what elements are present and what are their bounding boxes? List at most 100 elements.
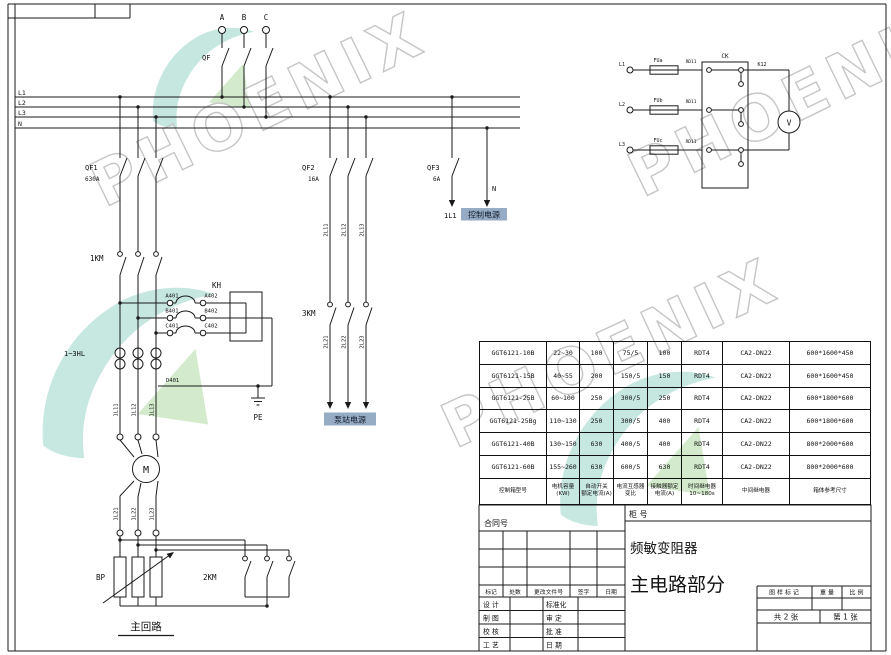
- spec-cell: 22~30: [547, 342, 580, 365]
- fuse-type-label: RD11: [686, 139, 697, 145]
- contactor-1km-pole: [117, 251, 123, 257]
- spec-cell: 40~55: [547, 364, 580, 388]
- spec-header: 时间继电器 10~180s: [682, 478, 723, 504]
- pump-power-label: 泵站电源: [334, 415, 366, 425]
- wire-label-1l23: 1L23: [150, 507, 156, 520]
- mark-header: 图 样 标 记: [769, 589, 799, 597]
- voltmeter-circuit: L1 L2 L3 FUa FUb FUc RD11 RD11 RD11 CK K…: [619, 53, 801, 189]
- role-process: 工 艺: [483, 642, 499, 650]
- spec-header: 自动开关 额定电流(A): [580, 478, 614, 504]
- spec-cell: 130~150: [547, 433, 580, 456]
- weight-header: 重 量: [820, 589, 834, 597]
- role-date: 日 期: [546, 642, 562, 650]
- ground-label-pe: PE: [253, 413, 263, 422]
- spec-cell: 600*1800*600: [790, 410, 870, 434]
- meter-input-l1: L1: [619, 62, 625, 68]
- spec-header-model: 控制箱型号: [480, 478, 547, 504]
- phase-label-a: A: [220, 13, 225, 22]
- breaker-rating-qf2: 16A: [308, 176, 319, 183]
- kh-terminal-a401: A401: [165, 294, 178, 300]
- product-name: 频敏变阻器: [630, 541, 698, 557]
- contactor-2km: 2KM: [118, 538, 296, 608]
- meter-input-l2: L2: [619, 102, 625, 108]
- spec-cell-model: GGT6121-25Bg: [480, 410, 547, 434]
- contactor-1km-pole: [135, 251, 141, 257]
- main-motor-branch: QF1 630A 1KM: [64, 95, 296, 637]
- phase-label-c: C: [264, 13, 269, 22]
- wire-label-1l12: 1L12: [132, 403, 138, 416]
- spec-cell: 250: [580, 387, 614, 411]
- breaker-label-qf3: QF3: [427, 164, 440, 172]
- motor-symbol: M: [132, 455, 160, 483]
- contactor-label-1km: 1KM: [90, 254, 104, 263]
- spec-cell: 400: [648, 433, 682, 456]
- breaker-label-qf1: QF1: [85, 164, 98, 172]
- spec-cell: CA2-DN22: [723, 387, 790, 411]
- control-wire-label: 1L1: [444, 212, 457, 220]
- pump-power-highlight: [324, 412, 376, 426]
- scale-header: 比 例: [850, 589, 864, 597]
- contract-no-label: 合同号: [484, 518, 508, 528]
- phoenix-logo-icon: [42, 287, 215, 459]
- spec-cell: 100: [580, 342, 614, 365]
- sheet-title: 主电路部分: [630, 574, 725, 596]
- pump-supply-branch: QF2 16A 2L11 2L12 2L13 3KM 2L21 2L22 2L2…: [302, 95, 376, 426]
- fuse-label-fuc: FUc: [653, 138, 662, 144]
- fuse-label-fua: FUa: [653, 58, 662, 64]
- motor-label: M: [143, 465, 149, 476]
- wire-label-2l21: 2L21: [324, 335, 330, 348]
- spec-header: 接触器额定 电流(A): [648, 478, 682, 504]
- spec-cell: 100: [648, 342, 682, 365]
- title-block: 合同号 柜 号 频敏变阻器 主电路部分 标记 处数 更改文件号 签字 日期 设 …: [478, 504, 872, 652]
- spec-cell: CA2-DN22: [723, 410, 790, 434]
- rheostat-label-bp: BP: [96, 573, 106, 582]
- spec-cell: RDT4: [682, 433, 723, 456]
- fuse-label-fub: FUb: [653, 98, 662, 104]
- ct-label: 1~3HL: [64, 350, 85, 358]
- fuse-symbol: [649, 105, 679, 115]
- role-approve: 批 准: [546, 627, 562, 636]
- spec-header: 电机容量 (KW): [547, 478, 580, 504]
- kh-terminal-c402: C402: [204, 324, 217, 330]
- kh-relay-box: [229, 291, 263, 342]
- kh-terminal-b402: B402: [204, 309, 217, 315]
- control-supply-branch: QF3 6A N 1L1 控制电源: [427, 95, 507, 221]
- spec-cell: 800*2000*600: [790, 433, 870, 456]
- spec-cell: 630: [580, 433, 614, 456]
- spec-cell: 250: [648, 387, 682, 411]
- main-circuit-label: 主回路: [130, 620, 162, 633]
- spec-row: GGT6121-10B 22~30 100 75/5 100 RDT4 CA2-…: [480, 342, 870, 365]
- spec-cell: 600/5: [614, 455, 648, 479]
- control-power-label: 控制电源: [468, 210, 500, 220]
- spec-header: 箱体参考尺寸: [813, 487, 847, 494]
- breaker-rating-qf3: 6A: [433, 176, 441, 183]
- spec-cell-model: GGT6121-40B: [480, 433, 547, 456]
- revision-col-date: 日期: [605, 589, 617, 596]
- phase-terminal-c: [262, 26, 270, 34]
- spec-cell: 60~100: [547, 387, 580, 411]
- spec-cell: 630: [580, 455, 614, 479]
- spec-row: GGT6121-40B 130~150 630 400/5 400 RDT4 C…: [480, 433, 870, 456]
- spec-cell: 300/5: [614, 387, 648, 411]
- wire-label-1l11: 1L11: [114, 403, 120, 416]
- role-design: 设 计: [483, 600, 499, 609]
- wire-label-2l11: 2L11: [324, 223, 330, 236]
- role-standardize: 标准化: [546, 600, 567, 609]
- breaker-rating-qf1: 630A: [85, 176, 100, 183]
- wire-label-1l13: 1L13: [150, 403, 156, 416]
- spec-cell: CA2-DN22: [723, 342, 790, 365]
- fuse-type-label: RD11: [686, 59, 697, 65]
- spec-cell-model: GGT6121-60B: [480, 455, 547, 479]
- breaker-label-qf2: QF2: [302, 164, 315, 172]
- spec-cell: CA2-DN22: [723, 364, 790, 388]
- spec-cell: 800*2000*600: [790, 456, 870, 479]
- rheostat-bp: BP: [96, 552, 267, 607]
- wire-label-2l22: 2L22: [342, 335, 348, 348]
- cabinet-no-label: 柜 号: [629, 509, 648, 519]
- fuse-symbol: [649, 145, 679, 155]
- spec-cell: 400: [648, 410, 682, 434]
- spec-cell: RDT4: [682, 342, 723, 365]
- spec-cell-model: GGT6121-10B: [480, 342, 547, 365]
- wire-label-2l23: 2L23: [360, 335, 366, 348]
